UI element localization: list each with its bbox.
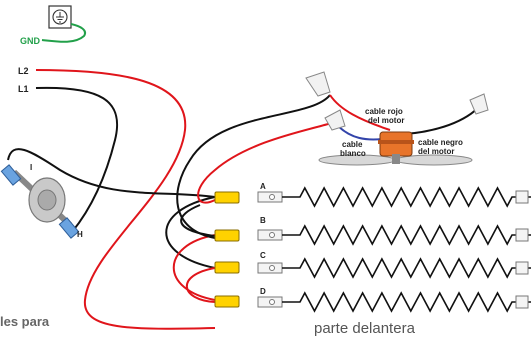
front-side-caption: parte delantera <box>314 320 416 337</box>
black-motor-wire-label-1: cable negro <box>418 138 463 147</box>
heating-coil-icon <box>257 186 531 313</box>
element-right-terminal <box>515 190 529 204</box>
switch-to-a-wire <box>7 148 216 198</box>
l1-black-wire <box>35 86 119 233</box>
heating-coil <box>282 257 531 279</box>
element-right-terminal <box>515 261 529 275</box>
element-right-terminal <box>515 228 529 242</box>
white-wire-label-1: cable <box>342 140 363 149</box>
black-motor-wire-label-2: del motor <box>418 147 454 156</box>
jumper-red-c-d <box>185 267 216 303</box>
heating-coil <box>282 224 531 246</box>
rotary-switch-icon <box>0 164 80 239</box>
motor-red-wire-to-nut <box>197 121 336 204</box>
element-c-label: C <box>260 251 266 260</box>
ground-symbol-icon <box>48 5 72 29</box>
jumper-black-b <box>180 204 216 237</box>
element-d-label: D <box>260 287 266 296</box>
jumper-black-a-c <box>165 196 216 269</box>
element-b-label: B <box>260 216 266 225</box>
red-motor-wire-label-2: del motor <box>368 116 404 125</box>
terminal-hole <box>269 299 275 305</box>
cut-caption: les para <box>0 314 50 329</box>
motor-black-wire <box>404 107 479 135</box>
jumper-red-b-d <box>172 234 216 301</box>
element-a-label: A <box>260 182 266 191</box>
motor-red-wire <box>329 94 391 131</box>
wire-nut-icon <box>305 71 489 131</box>
heating-coil <box>282 186 531 208</box>
l2-red-wire <box>35 69 216 330</box>
terminal-hole <box>269 232 275 238</box>
red-motor-wire-label-1: cable rojo <box>365 107 403 116</box>
motor-black-long-wire <box>176 94 331 239</box>
terminal-hole <box>269 194 275 200</box>
fan-motor-icon <box>318 131 473 166</box>
element-right-terminal <box>515 295 529 309</box>
l2-label: L2 <box>18 66 29 76</box>
gnd-label: GND <box>20 36 41 46</box>
l1-label: L1 <box>18 84 29 94</box>
terminal-h-label: H <box>77 230 83 239</box>
terminal-hole <box>269 265 275 271</box>
heating-coil <box>282 291 531 313</box>
terminal-i-label: I <box>30 163 32 172</box>
white-wire-label-2: blanco <box>340 149 366 158</box>
spade-connector-icon <box>214 191 240 308</box>
ground-wire <box>41 23 86 43</box>
